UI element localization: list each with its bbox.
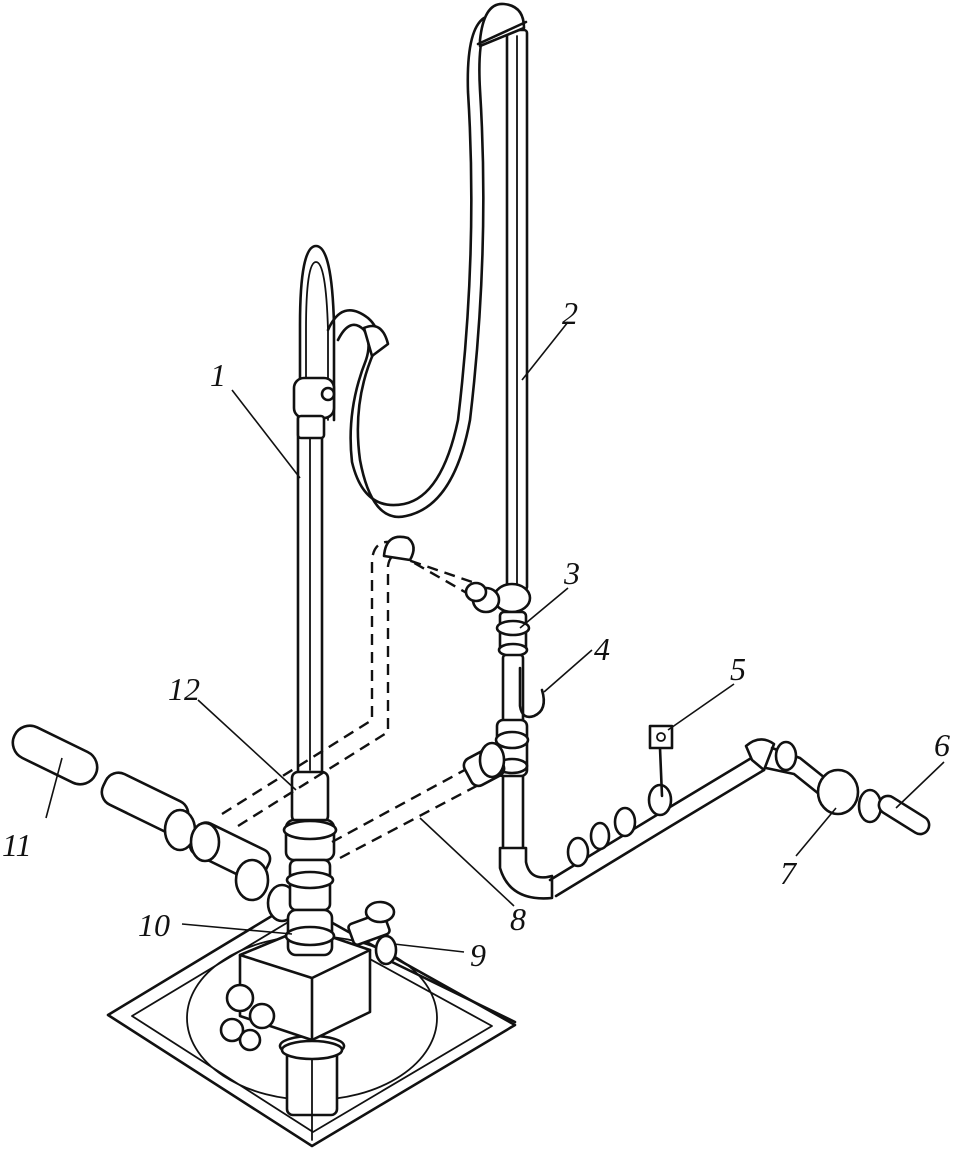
label-11: 11 [2, 827, 32, 863]
label-2: 2 [562, 295, 578, 331]
wellhead-block [219, 926, 372, 1061]
label-10: 10 [138, 907, 170, 943]
side-valve [347, 900, 517, 1024]
dashed-line-lower [331, 741, 506, 860]
label-1: 1 [210, 357, 226, 393]
swivel-gooseneck [292, 244, 336, 440]
label-5: 5 [730, 651, 746, 687]
label-7: 7 [780, 855, 798, 891]
label-9: 9 [470, 937, 486, 973]
label-12: 12 [168, 671, 200, 707]
rotary-hose [326, 12, 500, 519]
label-6: 6 [934, 727, 950, 763]
label-4: 4 [594, 631, 610, 667]
label-3: 3 [563, 555, 580, 591]
right-flow-line [548, 724, 931, 898]
label-8: 8 [510, 901, 526, 937]
leader-lines [45, 321, 945, 953]
dashed-line-upper [221, 535, 488, 828]
standpipe [471, 2, 554, 900]
main-riser [282, 413, 338, 957]
